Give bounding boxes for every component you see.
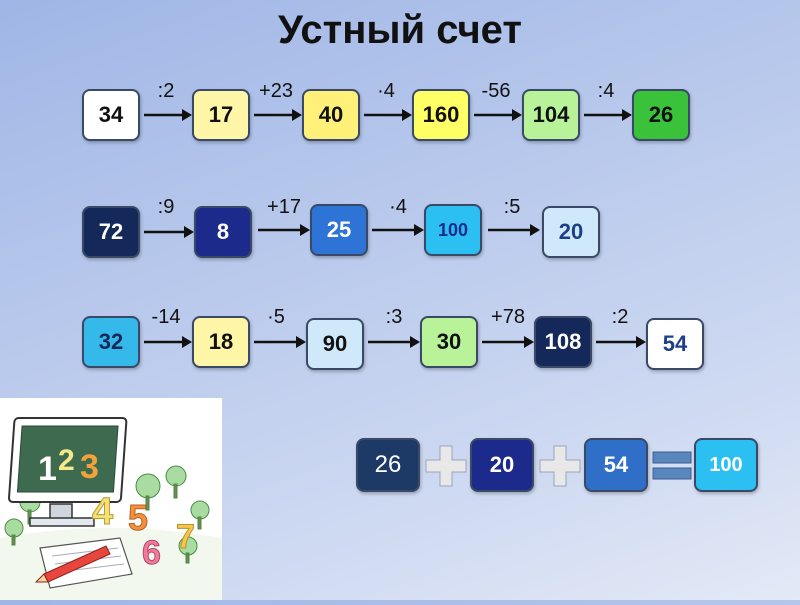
number-box: 104 (522, 89, 580, 141)
op-label: :2 (611, 306, 629, 328)
illustration-drawing: 1 2 3 4 5 6 7 (0, 417, 222, 600)
number-box: 17 (192, 89, 250, 141)
op-label: :5 (503, 196, 521, 218)
arrow-right-icon (254, 109, 302, 121)
op-label: :3 (385, 306, 403, 328)
pencil-icon (34, 545, 111, 583)
number-box: 20 (542, 206, 600, 258)
math-illustration: 1 2 3 4 5 6 7 (0, 398, 222, 600)
number-box: 32 (82, 316, 140, 368)
arrow-right-icon (254, 336, 306, 348)
arrow-right-icon (364, 109, 412, 121)
op-label: +17 (267, 196, 301, 218)
sum-term-box: 26 (356, 438, 420, 492)
number-box: 34 (82, 89, 140, 141)
arrow-right-icon (596, 336, 646, 348)
arrow-right-icon (368, 336, 420, 348)
page-title: Устный счет (278, 8, 522, 52)
arrow-right-icon (144, 226, 194, 238)
equals-icon (652, 451, 692, 480)
op-label: ·4 (389, 196, 407, 218)
arrow-right-icon (144, 109, 192, 121)
digit-label: 1 (38, 450, 57, 488)
sum-term-box: 20 (470, 438, 534, 492)
digit-label: 5 (128, 497, 148, 538)
sum-term-box: 54 (584, 438, 648, 492)
number-box: 40 (302, 89, 360, 141)
number-box: 8 (194, 206, 252, 258)
op-label: +78 (491, 306, 525, 328)
op-label: :2 (157, 80, 175, 102)
sum-result-box: 100 (694, 438, 758, 492)
plus-icon (539, 445, 581, 487)
arrow-right-icon (482, 336, 534, 348)
number-box: 18 (192, 316, 250, 368)
digit-label: 6 (142, 534, 161, 572)
arrow-right-icon (584, 109, 632, 121)
op-label: ·5 (267, 306, 285, 328)
number-box: 160 (412, 89, 470, 141)
arrow-right-icon (474, 109, 522, 121)
number-box: 100 (424, 204, 482, 256)
digit-label: 3 (80, 448, 99, 486)
arrow-right-icon (258, 224, 310, 236)
op-label: -56 (481, 80, 511, 102)
plus-icon (425, 445, 467, 487)
number-box: 54 (646, 318, 704, 370)
number-box: 30 (420, 316, 478, 368)
op-label: :9 (157, 196, 175, 218)
number-box: 108 (534, 316, 592, 368)
op-label: +23 (259, 80, 293, 102)
arrow-right-icon (144, 336, 192, 348)
number-box: 90 (306, 318, 364, 370)
monitor-icon (7, 417, 128, 527)
op-label: -14 (151, 306, 181, 328)
number-box: 25 (310, 204, 368, 256)
arrow-right-icon (372, 224, 424, 236)
digit-label: 2 (58, 444, 75, 477)
digit-label: 7 (176, 518, 195, 556)
op-label: ·4 (377, 80, 395, 102)
op-label: :4 (597, 80, 615, 102)
number-box: 72 (82, 206, 140, 258)
arrow-right-icon (488, 224, 540, 236)
number-box: 26 (632, 89, 690, 141)
digit-label: 4 (92, 491, 113, 533)
